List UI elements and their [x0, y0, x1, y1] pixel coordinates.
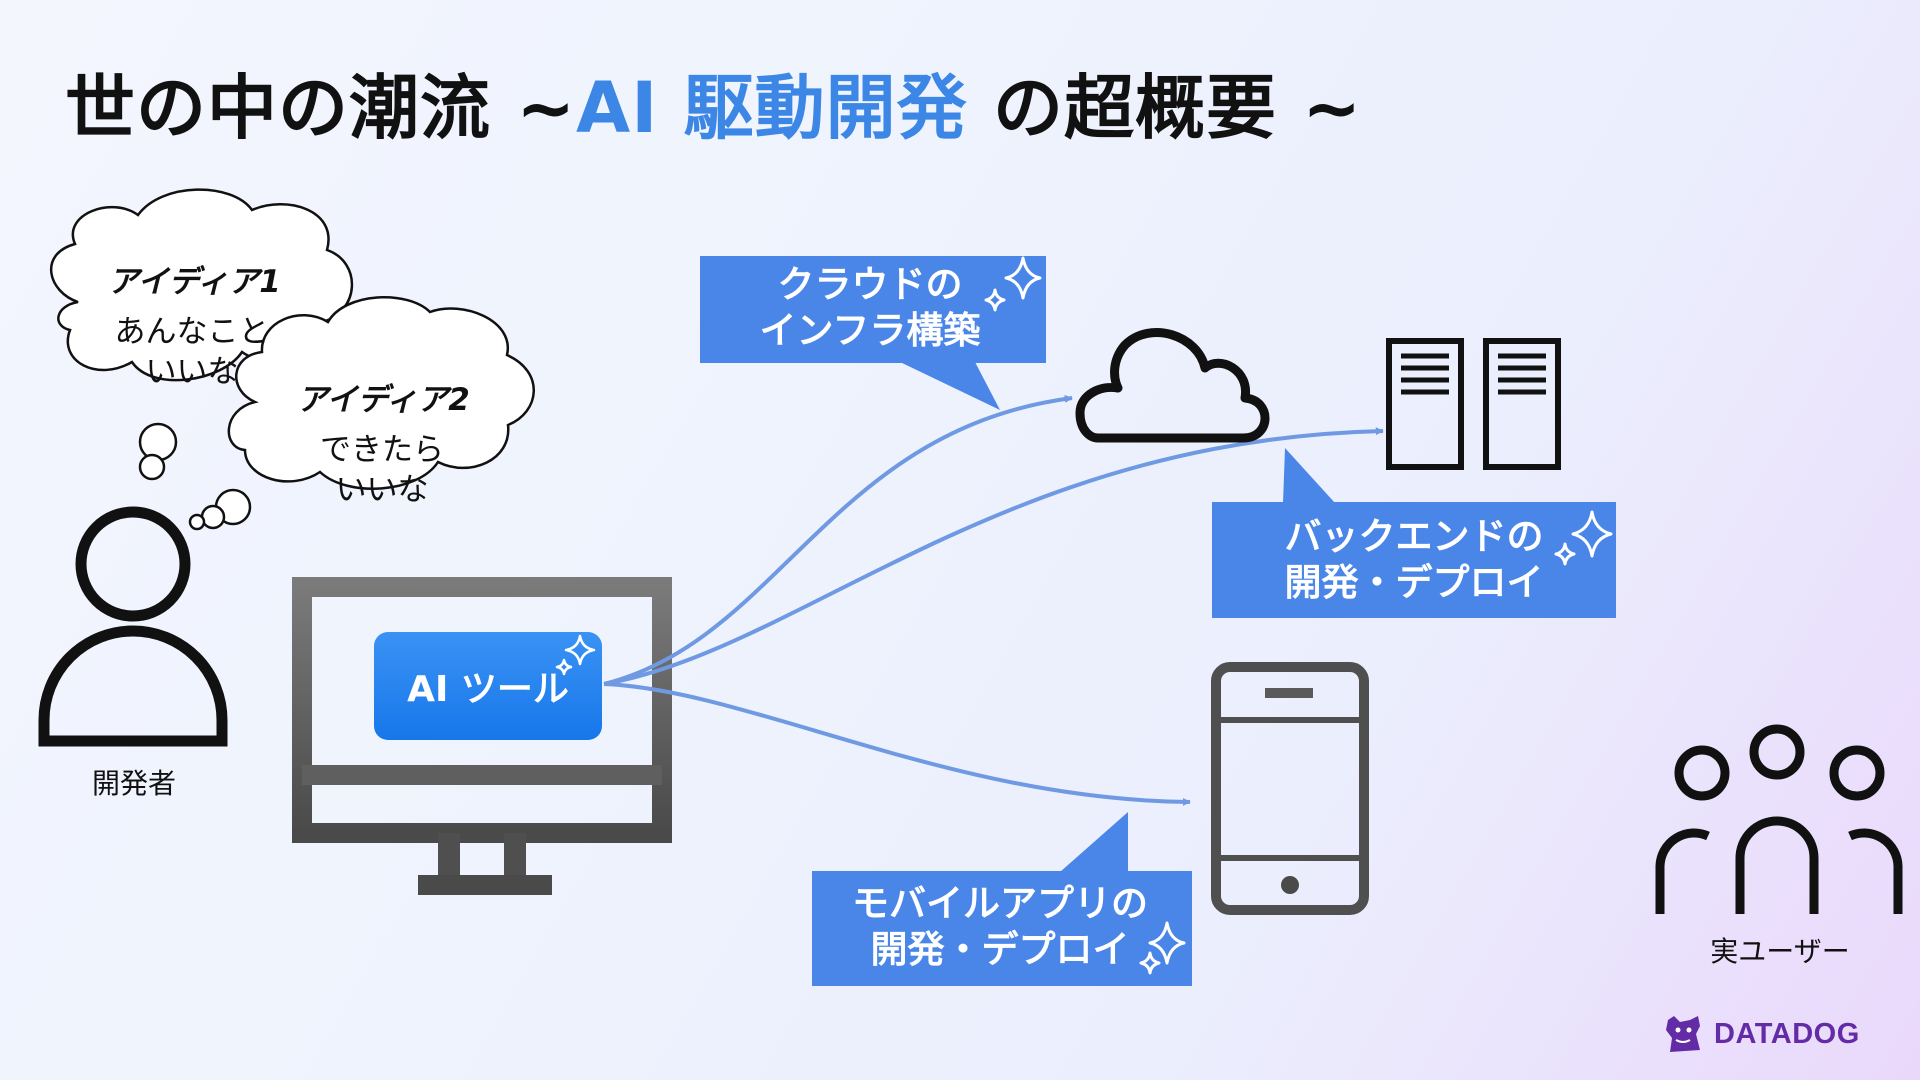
title-accent: AI 駆動開発: [576, 67, 968, 149]
ai-tool-label: AI ツール: [407, 669, 569, 710]
thought-trail-2: [188, 488, 252, 531]
arrow-to-mobile: [603, 682, 1191, 806]
smartphone-icon: [1211, 662, 1369, 915]
thought-trail-1: [138, 422, 178, 481]
callout-cloud-line-1: クラウドの: [777, 263, 963, 306]
developer-icon: [38, 506, 228, 747]
callout-mobile-line-2: 開発・デプロイ: [870, 928, 1130, 971]
callout-backend-line-2: 開発・デプロイ: [1284, 561, 1544, 604]
users-label: 実ユーザー: [1710, 935, 1850, 968]
developer-label: 開発者: [91, 767, 176, 800]
slide-title: 世の中の潮流 ~AI 駆動開発 の超概要 ~: [65, 52, 1362, 153]
datadog-logo-text: DATADOG: [1714, 1017, 1860, 1050]
users-icon: [1655, 724, 1903, 914]
datadog-logo: DATADOG: [1662, 1012, 1860, 1056]
title-tail: の超概要 ~: [967, 67, 1363, 149]
idea-1-line-2: いいな: [145, 354, 239, 390]
flow-arrows: [603, 394, 1384, 806]
server-icon: [1386, 338, 1561, 470]
callout-backend: [1212, 448, 1616, 618]
sparkle-icon-cloud: [984, 256, 1042, 312]
idea-1-line-1: あんなこと: [114, 314, 270, 350]
cloud-icon: [1075, 328, 1270, 443]
datadog-dog-icon: [1666, 1016, 1700, 1052]
ai-tool-button[interactable]: AI ツール: [374, 632, 602, 740]
idea-1-text: あんなこと いいな: [108, 312, 276, 392]
idea-1-title: アイディア1: [108, 264, 281, 300]
idea-2-line-1: できたら: [320, 432, 444, 468]
idea-2-title: アイディア2: [297, 382, 470, 418]
callout-cloud-text: クラウドの インフラ構築: [740, 262, 1000, 354]
callout-cloud: [700, 256, 1046, 410]
callout-mobile-text: モバイルアプリの 開発・デプロイ: [852, 881, 1148, 973]
idea-2-text: できたら いいな: [303, 430, 461, 510]
monitor-icon: [292, 577, 672, 895]
callout-cloud-line-2: インフラ構築: [759, 309, 981, 352]
title-main: 世の中の潮流 ~: [65, 67, 577, 149]
callout-backend-text: バックエンドの 開発・デプロイ: [1274, 514, 1554, 606]
arrow-to-backend: [603, 427, 1384, 686]
callout-mobile-line-1: モバイルアプリの: [852, 882, 1148, 925]
callout-mobile: [812, 812, 1192, 986]
sparkle-icon-mobile: [1139, 921, 1186, 975]
thought-bubble-idea-2: [227, 296, 535, 490]
idea-2-line-2: いいな: [335, 472, 429, 508]
arrow-to-cloud: [603, 394, 1073, 686]
sparkle-icon-ai-tool: [555, 634, 596, 676]
callout-backend-line-1: バックエンドの: [1284, 515, 1544, 558]
sparkle-icon-backend: [1554, 510, 1613, 566]
